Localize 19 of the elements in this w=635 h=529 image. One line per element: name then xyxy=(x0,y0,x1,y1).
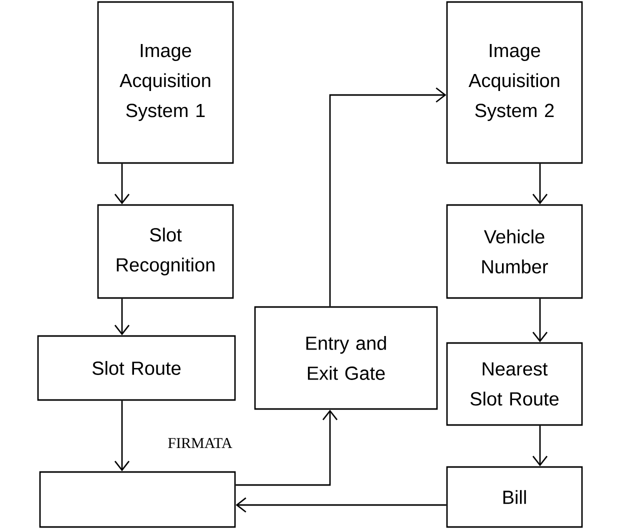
arrow xyxy=(532,298,548,342)
arrow xyxy=(114,298,130,336)
process-box: Entry and Exit Gate xyxy=(254,306,438,410)
arrow xyxy=(532,426,548,466)
process-box: Vehicle Number xyxy=(446,204,583,299)
arrow xyxy=(532,164,548,204)
empty-box xyxy=(39,471,236,528)
arrow xyxy=(236,497,446,513)
arrow xyxy=(114,164,130,204)
edge-label: FIRMATA xyxy=(166,437,234,449)
arrow xyxy=(329,87,446,306)
process-box: Slot Recognition xyxy=(97,204,234,299)
process-box: Bill xyxy=(446,466,583,528)
arrow xyxy=(236,410,338,486)
arrow xyxy=(114,400,130,472)
process-box: Image Acquisition System 1 xyxy=(97,1,234,164)
process-box: Slot Route xyxy=(37,335,236,401)
process-box: Nearest Slot Route xyxy=(446,342,583,426)
process-box: Image Acquisition System 2 xyxy=(446,1,583,164)
